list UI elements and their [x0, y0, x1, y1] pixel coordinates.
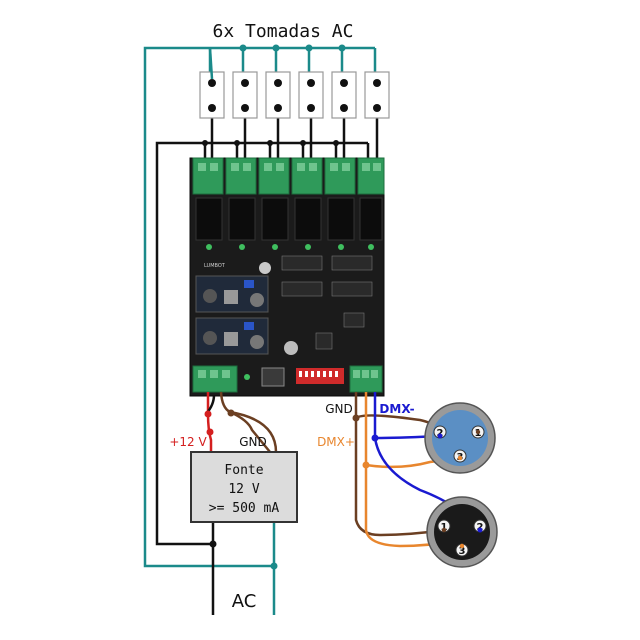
label-dmx-plus: DMX+: [317, 435, 355, 449]
dc-dc-modules: [195, 275, 269, 355]
ac-socket-5: [331, 71, 357, 119]
black-junctions: [202, 140, 339, 548]
xlr-bottom-pin2: 2: [477, 522, 484, 533]
label-plus12v: +12 V: [169, 435, 207, 449]
ac-socket-2: [232, 71, 258, 119]
teal-junctions: [239, 44, 346, 570]
xlr-bottom-pin3: 3: [459, 546, 466, 557]
status-leds: [206, 244, 374, 250]
relays: [195, 197, 383, 241]
dmx-junctions: [352, 414, 379, 469]
label-ac: AC: [232, 591, 257, 612]
power-terminal: [192, 365, 238, 393]
ac-socket-1: [199, 71, 225, 119]
label-gnd-power: GND: [239, 435, 267, 449]
label-dmx-minus: DMX-: [379, 402, 414, 416]
board-brand: LUMBOT: [204, 263, 226, 269]
power-led: [244, 374, 250, 380]
ac-sockets: [199, 71, 390, 119]
xlr-bottom-pin1: 1: [441, 522, 448, 533]
xlr-connector-top: 2 1 3: [424, 402, 496, 474]
power-supply-line2: 12 V: [228, 482, 259, 497]
buzzer: [259, 262, 271, 274]
relay-terminals: [192, 157, 385, 195]
capacitor: [284, 341, 298, 355]
ac-socket-6: [364, 71, 390, 119]
power-supply-line1: Fonte: [224, 463, 263, 478]
ac-socket-4: [298, 71, 324, 119]
xlr-connector-bottom: 1 2 3: [426, 496, 498, 568]
relay-board: LUMBOT: [189, 157, 385, 397]
ribbon-connector: [261, 367, 285, 387]
dmx-terminal: [349, 365, 383, 393]
xlr-top-pin2: 2: [437, 428, 444, 439]
ac-socket-3: [265, 71, 291, 119]
diagram-title: 6x Tomadas AC: [213, 21, 354, 42]
power-supply: Fonte 12 V >= 500 mA: [190, 451, 298, 523]
ics: [281, 255, 373, 350]
power-supply-line3: >= 500 mA: [209, 501, 280, 516]
label-gnd-dmx: GND: [325, 402, 353, 416]
